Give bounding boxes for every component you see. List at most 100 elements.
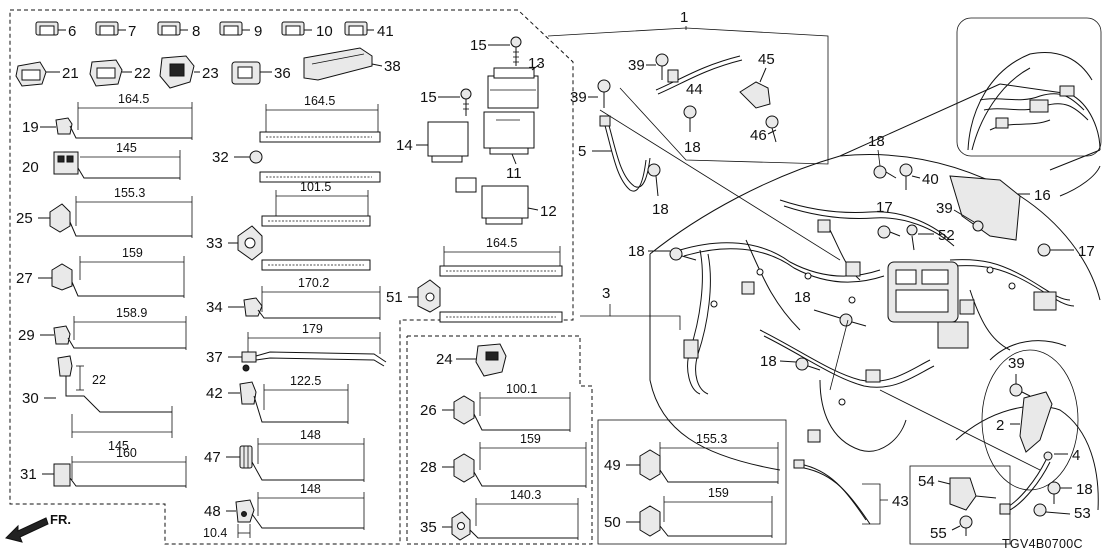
leader-line-a <box>599 109 841 261</box>
clip-10-label: 10 <box>316 23 333 40</box>
bolt-15-lower: 15 <box>420 88 472 116</box>
band-clip-51-ref: 51 <box>386 289 403 306</box>
clip-7: 7 <box>95 21 136 40</box>
relay-11: 11 <box>483 111 535 182</box>
clip-38: 38 <box>303 47 401 81</box>
callout-18-g: 18 <box>1076 481 1093 498</box>
bolt-18-f: 18 <box>760 353 821 371</box>
clip-9-label: 9 <box>254 23 262 40</box>
band-clip-27-dim: 159 <box>122 246 143 260</box>
band-clip-26-dim: 100.1 <box>506 382 537 396</box>
callout-18-f: 18 <box>760 353 777 370</box>
callout-18-a: 18 <box>684 139 701 156</box>
band-clip-37: 37 179 <box>206 322 387 372</box>
clip-38-label: 38 <box>384 58 401 75</box>
clip-6-label: 6 <box>68 23 76 40</box>
band-clip-49-ref: 49 <box>604 457 621 474</box>
relay-box-13-ref: 13 <box>528 55 545 72</box>
bolt-15-lower-ref: 15 <box>420 89 437 106</box>
diagram-code: TGV4B0700C <box>1002 537 1083 551</box>
band-clip-42-ref: 42 <box>206 385 223 402</box>
bolt-18-c: 18 <box>868 133 897 179</box>
band-clip-50: 50 159 <box>604 486 773 538</box>
band-clip-35: 35 140.3 <box>420 488 579 541</box>
band-clip-49: 49 155.3 <box>604 432 779 484</box>
band-clip-27: 27 159 <box>16 246 185 298</box>
band-clip-30: 30 22 145 <box>22 355 173 453</box>
arrow-left-icon <box>5 517 49 543</box>
band-clip-37-ref: 37 <box>206 349 223 366</box>
band-clip-48-dim2: 10.4 <box>203 526 227 540</box>
band-clip-31: 31 160 <box>20 446 187 488</box>
callout-18-c: 18 <box>868 133 885 150</box>
clip-6: 6 <box>35 21 76 40</box>
band-clip-34: 34 170.2 <box>206 276 381 320</box>
band-clip-30-dim2: 22 <box>92 373 106 387</box>
clip-24: 24 <box>436 343 507 377</box>
band-clip-25-ref: 25 <box>16 210 33 227</box>
left-group-boundary <box>9 9 574 545</box>
leader-line-c <box>829 319 849 391</box>
callout-45: 45 <box>758 51 775 68</box>
band-clip-34-dim: 170.2 <box>298 276 329 290</box>
cable-43: 43 <box>793 459 909 525</box>
callout-3: 3 <box>602 285 610 302</box>
clip-24-ref: 24 <box>436 351 453 368</box>
lower-mid-group-boundary <box>406 335 593 545</box>
band-clip-19: 19 164.5 <box>22 92 193 140</box>
bolt-17-a: 17 <box>876 199 901 239</box>
relay-box-13: 13 <box>487 55 545 109</box>
bolt-39-c: 39 <box>936 200 984 232</box>
band-clip-37-dim: 179 <box>302 322 323 336</box>
band-clip-34-ref: 34 <box>206 299 223 316</box>
callout-55: 55 <box>930 525 947 542</box>
main-harness-3 <box>679 199 1075 452</box>
clip-21: 21 <box>15 61 79 87</box>
callout-4: 4 <box>1072 447 1080 464</box>
band-clip-29: 29 158.9 <box>18 306 187 350</box>
clip-41: 41 <box>344 21 394 40</box>
callout-18-e: 18 <box>794 289 811 306</box>
band-clip-33-dim: 101.5 <box>300 180 331 194</box>
band-clip-49-dim: 155.3 <box>696 432 727 446</box>
callout-17-a: 17 <box>876 199 893 216</box>
band-clip-35-dim: 140.3 <box>510 488 541 502</box>
bracket-2: 39 2 <box>996 355 1053 453</box>
band-clip-47-dim: 148 <box>300 428 321 442</box>
band-clip-27-ref: 27 <box>16 270 33 287</box>
bolt-40: 40 <box>899 163 939 190</box>
callout-54: 54 <box>918 473 935 490</box>
callout-1: 1 <box>680 9 688 26</box>
callout-44: 44 <box>686 81 703 98</box>
band-clip-33-ref: 33 <box>206 235 223 252</box>
clip-8-label: 8 <box>192 23 200 40</box>
control-unit-14-ref: 14 <box>396 137 413 154</box>
band-clip-20-dim: 145 <box>116 141 137 155</box>
cable-5: 39 5 18 <box>570 79 669 218</box>
band-clip-26: 26 100.1 <box>420 382 571 432</box>
band-clip-47-ref: 47 <box>204 449 221 466</box>
band-clip-42-dim: 122.5 <box>290 374 321 388</box>
band-clip-20: 20 145 <box>22 141 181 180</box>
bolt-15-upper-ref: 15 <box>470 37 487 54</box>
band-clip-20-ref: 20 <box>22 159 39 176</box>
relay-12: 12 <box>481 185 557 225</box>
callout-16: 16 <box>1034 187 1051 204</box>
bolt-18-d: 18 <box>628 243 697 261</box>
relay-11-ref: 11 <box>506 165 522 182</box>
band-clip-28-dim: 159 <box>520 432 541 446</box>
callout-5: 5 <box>578 143 586 160</box>
bolt-15-upper: 15 <box>470 36 522 66</box>
band-clip-31-dim: 160 <box>116 446 137 460</box>
band-clip-25-dim: 155.3 <box>114 186 145 200</box>
inset-view-frame <box>956 17 1102 157</box>
clip-41-label: 41 <box>377 23 394 40</box>
callout-39-b: 39 <box>570 89 587 106</box>
callout-17-b: 17 <box>1078 243 1095 260</box>
clip-22: 22 <box>89 59 151 87</box>
callout-53: 53 <box>1074 505 1091 522</box>
inset-harness-view <box>967 52 1093 151</box>
band-clip-51-dim: 164.5 <box>486 236 517 250</box>
